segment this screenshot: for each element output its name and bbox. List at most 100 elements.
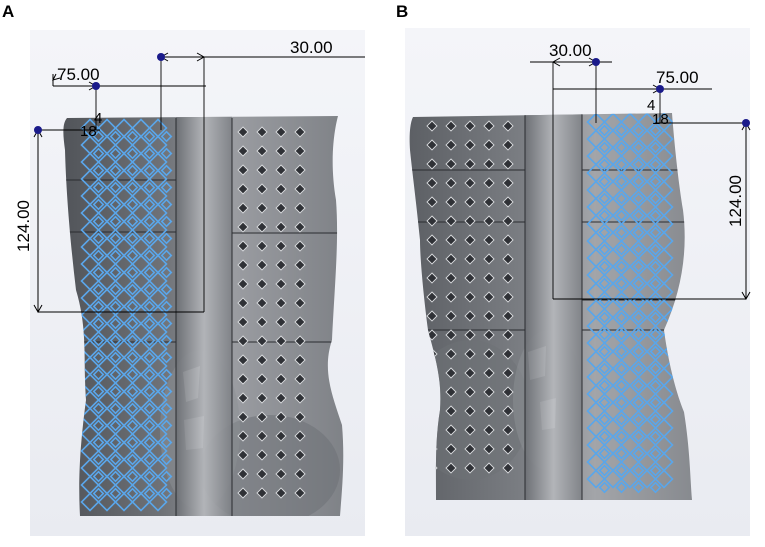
lattice-cell xyxy=(143,300,156,313)
dim-label-offset-main-b: 4 xyxy=(647,97,655,114)
lattice-cell xyxy=(160,453,173,466)
lattice-cell xyxy=(160,351,173,364)
lattice-cell xyxy=(615,260,628,273)
lattice-cell xyxy=(143,164,156,177)
perforation xyxy=(294,164,306,176)
lattice-cell xyxy=(126,147,139,160)
lattice-cell xyxy=(109,266,122,279)
perforation xyxy=(483,348,495,360)
perforation xyxy=(275,126,287,138)
perforation xyxy=(275,278,287,290)
lattice-cell xyxy=(92,317,105,330)
perforation xyxy=(275,449,287,461)
perforation xyxy=(237,145,249,157)
perforation xyxy=(445,310,457,322)
perforation xyxy=(464,348,476,360)
lattice-cell xyxy=(92,232,105,245)
perforation xyxy=(483,291,495,303)
perforation xyxy=(256,354,268,366)
lattice-cell xyxy=(603,469,623,489)
lattice-cell xyxy=(126,487,139,500)
panel-a: A xyxy=(2,2,365,536)
lattice-cell xyxy=(92,215,105,228)
lattice-cell xyxy=(92,436,105,449)
perforation xyxy=(483,215,495,227)
lattice-cell xyxy=(598,413,611,426)
perforation xyxy=(237,392,249,404)
perforation xyxy=(464,443,476,455)
perforation xyxy=(426,272,438,284)
perforation xyxy=(294,335,306,347)
perforation xyxy=(237,259,249,271)
lattice-cell xyxy=(109,368,122,381)
lattice-cell xyxy=(160,368,173,381)
perforation xyxy=(275,335,287,347)
perforation xyxy=(464,291,476,303)
perforation xyxy=(275,430,287,442)
lattice-cell xyxy=(632,430,645,443)
lattice-cell xyxy=(632,481,645,494)
lattice-cell xyxy=(126,181,139,194)
perforation xyxy=(483,177,495,189)
perforation xyxy=(275,202,287,214)
lattice-cell xyxy=(649,243,662,256)
lattice-cell xyxy=(143,334,156,347)
lattice-cell xyxy=(649,481,662,494)
lattice-cell xyxy=(160,436,173,449)
lattice-cell xyxy=(649,209,662,222)
perforation xyxy=(294,221,306,233)
perforation xyxy=(294,430,306,442)
perforation xyxy=(502,158,514,170)
perforation xyxy=(237,126,249,138)
lattice-cell xyxy=(598,209,611,222)
lattice-cell xyxy=(126,402,139,415)
lattice-cell xyxy=(632,413,645,426)
perforation xyxy=(275,259,287,271)
lattice-cell xyxy=(109,385,122,398)
lattice-cell xyxy=(92,334,105,347)
lattice-cell xyxy=(615,328,628,341)
lattice-cell xyxy=(654,469,674,489)
lattice-cell xyxy=(598,192,611,205)
lattice-cell xyxy=(143,249,156,262)
lattice-cell xyxy=(615,311,628,324)
lattice-cell xyxy=(143,436,156,449)
lattice-cell xyxy=(632,158,645,171)
dim-label-width-b: 75.00 xyxy=(656,68,699,87)
lattice-cell xyxy=(126,453,139,466)
lattice-cell xyxy=(92,164,105,177)
lattice-cell xyxy=(632,447,645,460)
perforation xyxy=(294,126,306,138)
perforation xyxy=(256,392,268,404)
lattice-cell xyxy=(126,436,139,449)
perforation xyxy=(445,291,457,303)
lattice-cell xyxy=(649,464,662,477)
perforation xyxy=(445,120,457,132)
lattice-cell xyxy=(632,141,645,154)
lattice-cell xyxy=(649,447,662,460)
dimensions-a: 30.00 75.00 4 18 124.00 xyxy=(14,38,365,314)
perforation xyxy=(464,215,476,227)
lattice-cell xyxy=(632,311,645,324)
perforation xyxy=(502,386,514,398)
perforation xyxy=(445,424,457,436)
perforation xyxy=(275,145,287,157)
perforation xyxy=(426,158,438,170)
perforation xyxy=(256,449,268,461)
perforation xyxy=(502,310,514,322)
lattice-cell xyxy=(632,243,645,256)
perforation xyxy=(426,234,438,246)
lattice-cell xyxy=(143,266,156,279)
lattice-cell xyxy=(598,345,611,358)
lattice-cell xyxy=(160,317,173,330)
lattice-cell xyxy=(615,226,628,239)
perforation xyxy=(237,449,249,461)
perforations-a xyxy=(237,126,306,499)
lattice-cell xyxy=(160,300,173,313)
perforation xyxy=(502,272,514,284)
lattice-cell xyxy=(649,226,662,239)
lattice-cell xyxy=(143,147,156,160)
lattice-cell xyxy=(143,317,156,330)
lattice-cell xyxy=(615,192,628,205)
lattice-cell xyxy=(620,469,640,489)
